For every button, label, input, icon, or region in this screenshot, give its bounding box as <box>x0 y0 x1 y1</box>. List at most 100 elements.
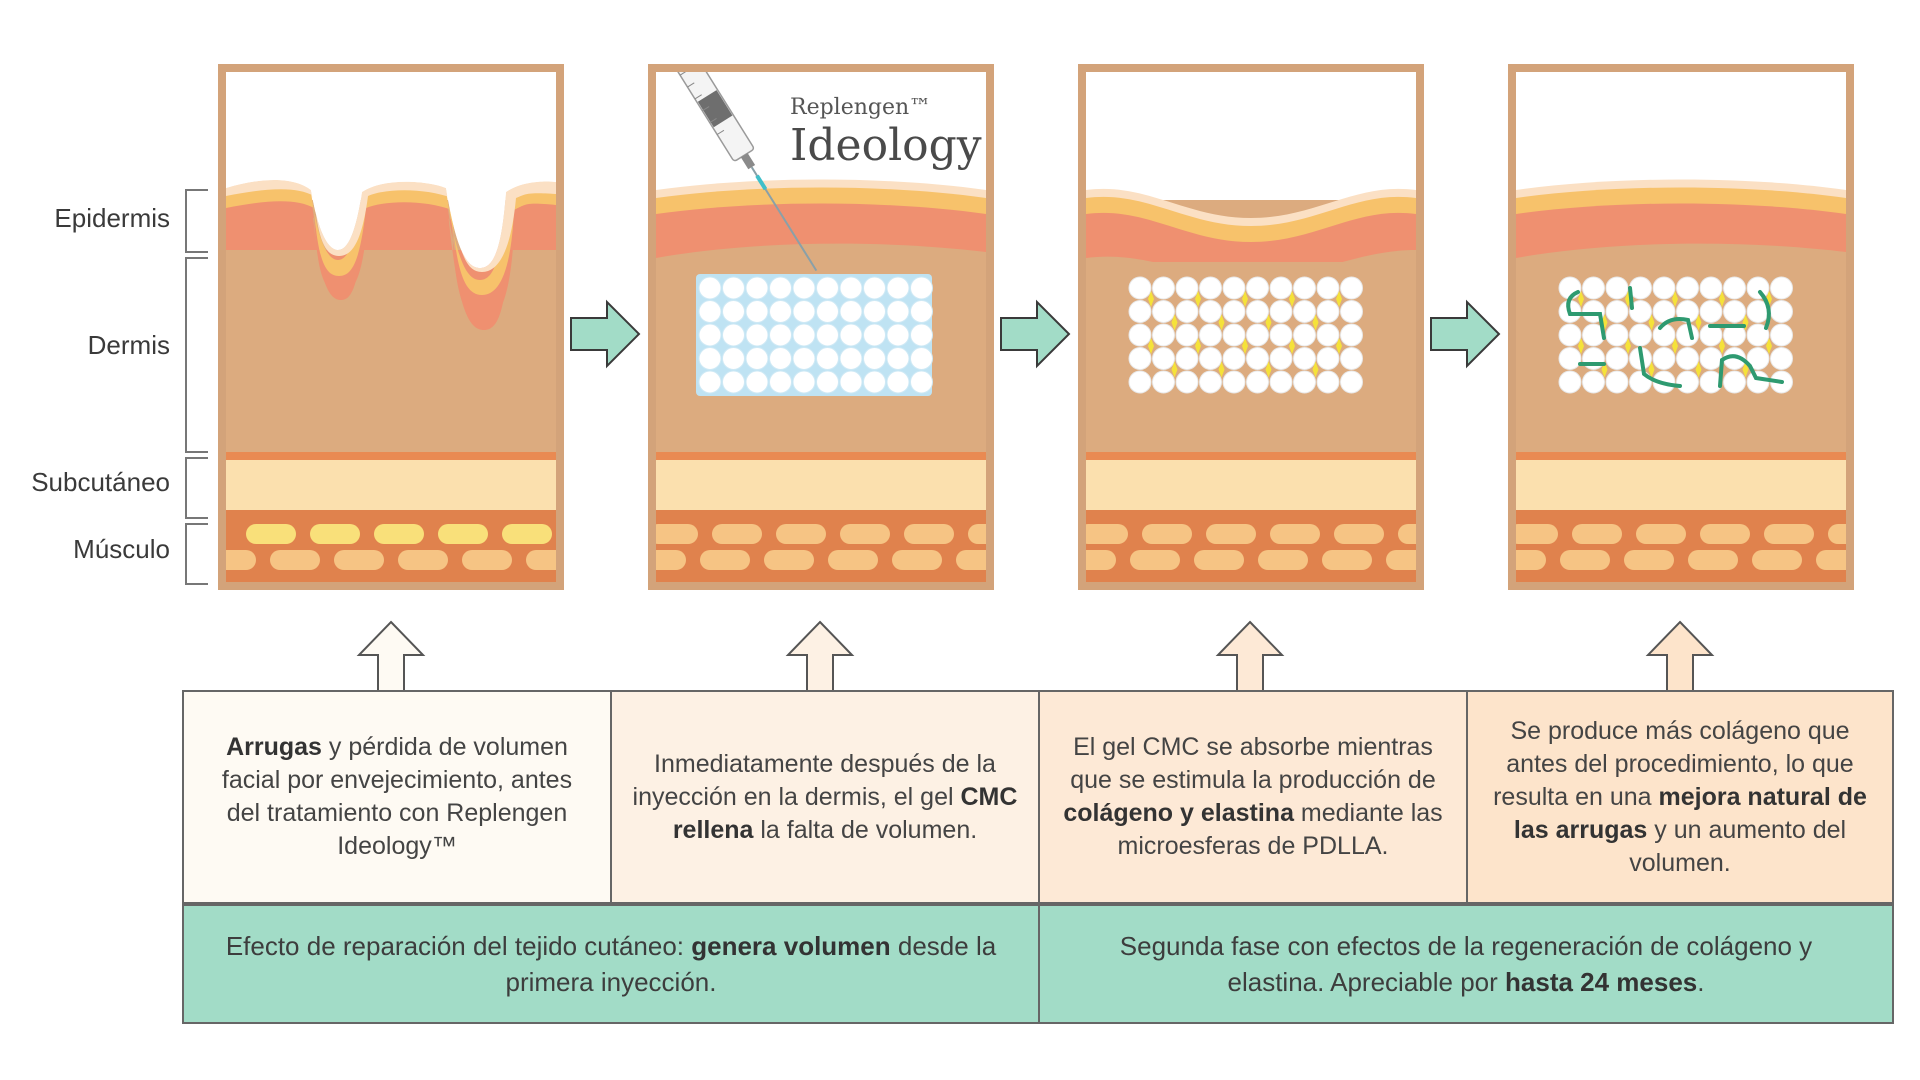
muscle-cell <box>526 550 556 570</box>
microsphere <box>1222 300 1246 323</box>
microsphere <box>722 300 745 323</box>
microsphere <box>1199 347 1222 370</box>
syringe-tick <box>694 94 702 100</box>
bold-text: Arrugas <box>226 733 322 761</box>
collagen-mark <box>1265 314 1272 331</box>
muscle-cell <box>656 524 698 544</box>
collagen-mark <box>1312 314 1319 331</box>
collagen-mark <box>1695 314 1702 331</box>
muscle-layer <box>1516 510 1846 582</box>
phase-two-box: Segunda fase con efectos de la regenerac… <box>1038 904 1894 1024</box>
microsphere <box>863 370 886 394</box>
syringe-label <box>697 90 733 128</box>
subcutaneous-layer <box>226 460 556 510</box>
microsphere <box>1582 347 1605 370</box>
bold-text: hasta 24 meses <box>1505 967 1698 997</box>
elastin-fiber <box>1628 286 1634 310</box>
collagen-mark <box>1336 338 1342 354</box>
text-run: Segunda fase con efectos de la regenerac… <box>1119 931 1813 997</box>
microsphere <box>1246 276 1269 300</box>
microsphere <box>1652 323 1676 347</box>
pdlla-microspheres <box>1128 276 1363 394</box>
collagen-mark <box>1265 361 1272 378</box>
muscle-cell <box>840 524 890 544</box>
microsphere <box>839 370 863 394</box>
microsphere <box>1558 323 1582 347</box>
collagen-mark <box>1195 291 1201 307</box>
description-stage-1: Arrugas y pérdida de volumen facial por … <box>182 690 612 904</box>
muscle-cell <box>1752 550 1802 570</box>
microsphere <box>1246 370 1269 394</box>
microsphere <box>1746 347 1770 370</box>
panel-4 <box>1508 64 1854 590</box>
collagen-mark <box>1171 314 1178 331</box>
muscle-cell <box>226 550 256 570</box>
subcutaneous-layer <box>1516 460 1846 510</box>
muscle-cell <box>334 550 384 570</box>
muscle-cell <box>712 524 762 544</box>
microsphere <box>769 276 792 300</box>
collagen-mark <box>1578 338 1584 354</box>
microsphere <box>1629 300 1652 323</box>
muscle-cell <box>956 550 986 570</box>
subcutaneous-layer <box>656 460 986 510</box>
bold-text: mejora natural de las arrugas <box>1513 782 1867 844</box>
epidermis-pink-band <box>226 185 556 330</box>
microsphere <box>792 300 816 323</box>
muscle-cell <box>1764 524 1814 544</box>
muscle-cell <box>1386 550 1416 570</box>
microsphere <box>745 300 769 323</box>
description-stage-4: Se produce más colágeno que antes del pr… <box>1466 690 1894 904</box>
muscle-cell <box>1560 550 1610 570</box>
muscle-cell <box>776 524 826 544</box>
microsphere <box>1128 323 1152 347</box>
epidermis-pink <box>1086 212 1416 262</box>
microsphere <box>1269 276 1293 300</box>
microsphere <box>839 300 863 323</box>
muscle-cell <box>1130 550 1180 570</box>
microsphere <box>839 347 863 370</box>
microsphere <box>886 276 910 300</box>
muscle-cell <box>1322 550 1372 570</box>
elastin-fiber <box>1718 354 1784 388</box>
pdlla-microspheres <box>698 276 933 394</box>
microsphere <box>1152 347 1175 370</box>
muscle-cell <box>1688 550 1738 570</box>
microsphere <box>886 323 910 347</box>
microsphere <box>1770 276 1793 300</box>
microsphere <box>1652 276 1676 300</box>
syringe-tick <box>716 129 725 135</box>
microsphere <box>1340 276 1363 300</box>
muscle-cell <box>1142 524 1192 544</box>
microsphere <box>863 276 886 300</box>
text-content: Segunda fase con efectos de la regenerac… <box>1070 928 1862 1000</box>
text-content: Inmediatamente después de la inyección e… <box>630 748 1020 847</box>
collagen-mark <box>1672 338 1678 354</box>
label-dermis: Dermis <box>87 330 170 360</box>
microsphere <box>1128 276 1152 300</box>
microsphere <box>792 347 816 370</box>
muscle-cell <box>1624 550 1674 570</box>
microsphere <box>1246 300 1269 323</box>
microsphere <box>1676 323 1699 347</box>
collagen-mark <box>1578 291 1584 307</box>
muscle-cell <box>270 550 320 570</box>
panel-3 <box>1078 64 1424 590</box>
microsphere <box>1340 300 1363 323</box>
collagen-mark <box>1336 291 1342 307</box>
microsphere <box>1340 323 1363 347</box>
microsphere <box>1723 276 1746 300</box>
syringe-tick <box>679 72 688 76</box>
muscle-cell <box>1334 524 1384 544</box>
collagen-mark <box>1148 291 1154 307</box>
layer-bracket <box>185 457 208 519</box>
muscle-cell <box>892 550 942 570</box>
collagen-mark <box>1289 338 1295 354</box>
microsphere <box>1175 347 1199 370</box>
text-content: Arrugas y pérdida de volumen facial por … <box>202 731 592 863</box>
microsphere <box>1246 323 1269 347</box>
brand-name: Replengen™ <box>790 95 931 120</box>
microsphere <box>1293 276 1316 300</box>
